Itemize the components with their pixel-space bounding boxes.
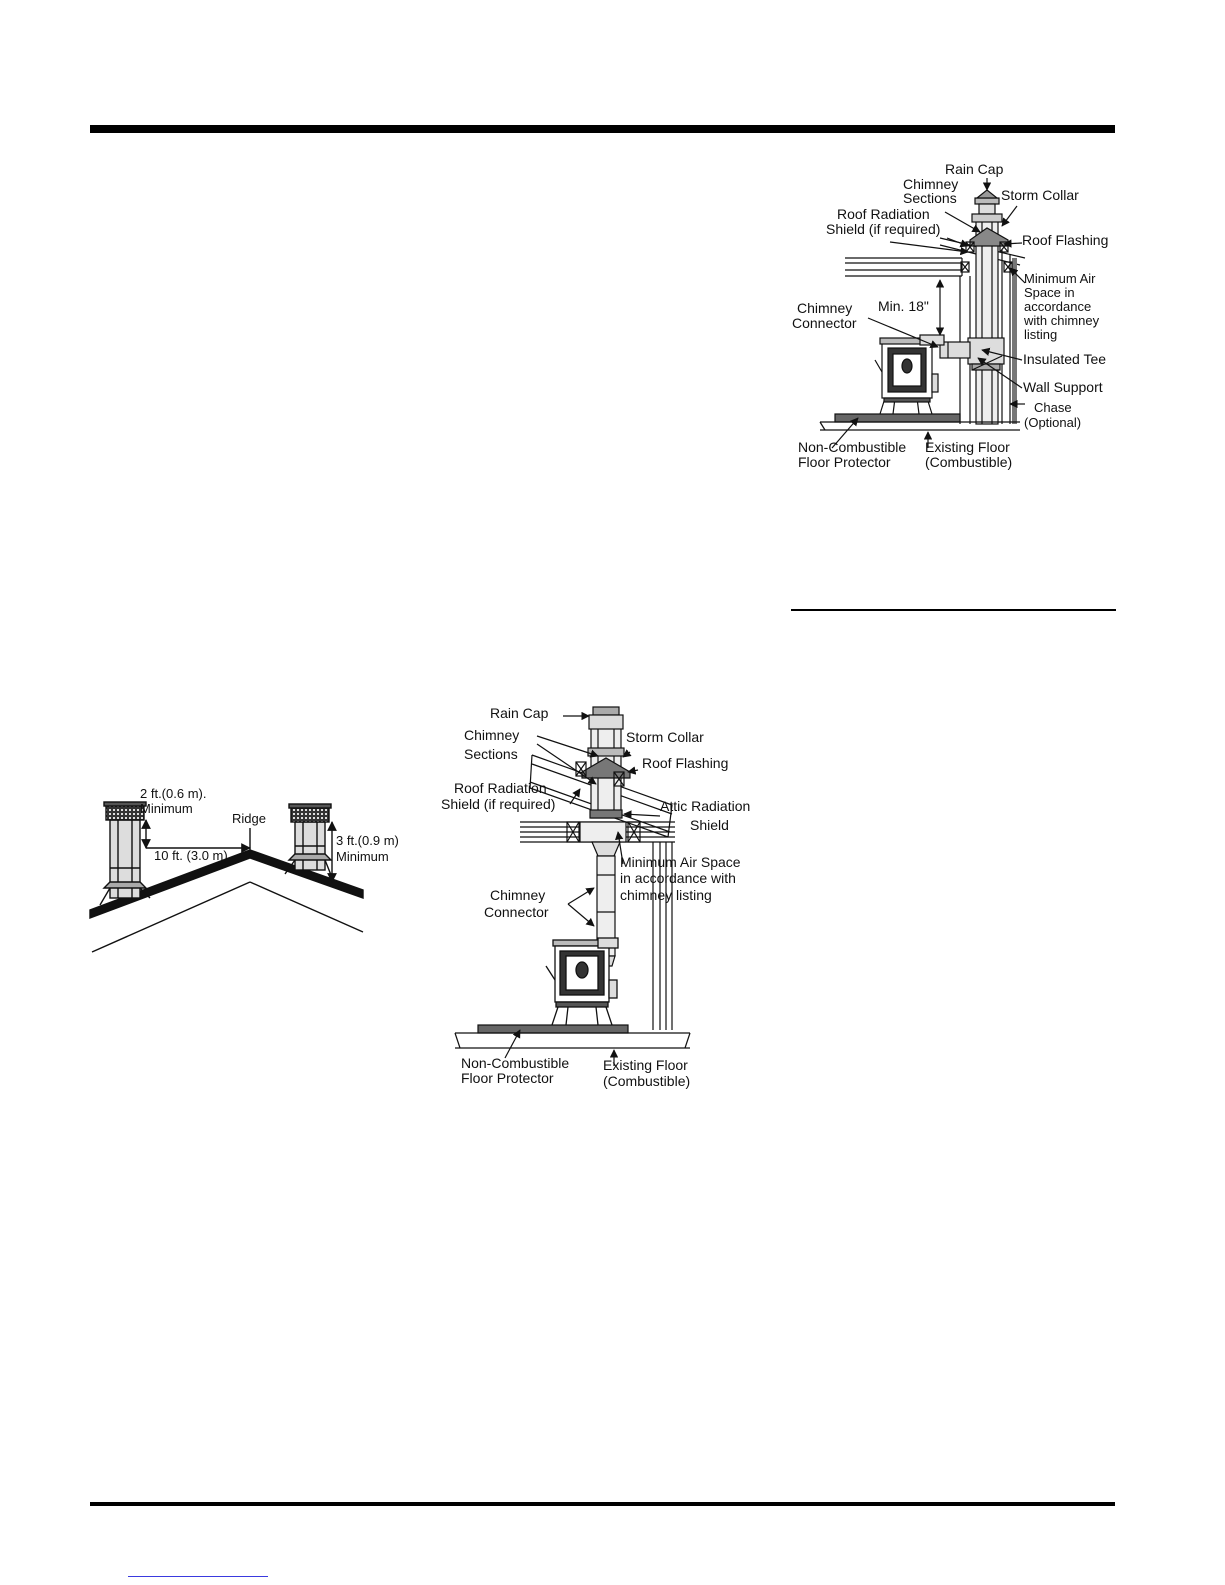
label-chimney-sections-center-2: Sections (464, 746, 518, 762)
label-chase-2: (Optional) (1024, 415, 1082, 430)
label-storm-collar-right: Storm Collar (1001, 187, 1079, 203)
label-roof-flashing-right: Roof Flashing (1022, 232, 1109, 248)
label-chimney-sections-center-1: Chimney (464, 727, 520, 743)
label-attic-radiation-2: Shield (690, 817, 729, 833)
label-min-air-right-2: Space in (1024, 285, 1075, 300)
label-existing-floor-right-1: Existing Floor (925, 439, 1010, 455)
label-rain-cap-center: Rain Cap (490, 705, 549, 721)
label-three-ft-1: 3 ft.(0.9 m) (336, 833, 399, 848)
label-roof-radiation-right-1: Roof Radiation (837, 206, 930, 222)
ceiling-installation-diagram (454, 706, 691, 1066)
label-three-ft-2: Minimum (336, 849, 389, 864)
label-ten-ft: 10 ft. (3.0 m) (154, 848, 228, 863)
footer-rule (90, 1502, 1115, 1506)
roof-clearance-diagram (89, 801, 364, 953)
label-chimney-connector-center-1: Chimney (490, 887, 546, 903)
label-min-air-center-1: Minimum Air Space (620, 854, 741, 870)
label-min-air-right-4: with chimney (1024, 313, 1100, 328)
label-roof-radiation-center-1: Roof Radiation (454, 780, 547, 796)
label-chimney-sections-right-1: Chimney (903, 176, 959, 192)
label-min-air-right-1: Minimum Air (1024, 271, 1096, 286)
label-min-air-center-2: in accordance with (620, 870, 736, 886)
label-storm-collar-center: Storm Collar (626, 729, 704, 745)
label-chimney-connector-right-2: Connector (792, 315, 857, 331)
label-existing-floor-center-1: Existing Floor (603, 1057, 688, 1073)
label-attic-radiation-1: Attic Radiation (660, 798, 751, 814)
label-min-air-right-3: accordance (1024, 299, 1092, 314)
label-chimney-connector-center-2: Connector (484, 904, 549, 920)
label-floor-protector-center-2: Floor Protector (461, 1070, 554, 1086)
label-two-ft-1: 2 ft.(0.6 m). (140, 786, 207, 801)
label-ridge: Ridge (232, 811, 266, 826)
label-min-air-right-5: listing (1024, 327, 1058, 342)
label-existing-floor-right-2: (Combustible) (925, 454, 1013, 470)
label-insulated-tee: Insulated Tee (1023, 351, 1107, 367)
section-divider (791, 609, 1116, 611)
stove-right (874, 334, 945, 415)
label-roof-radiation-center-2: Shield (if required) (441, 796, 556, 812)
chase-installation-diagram (819, 178, 1026, 449)
label-chase-1: Chase (1034, 400, 1072, 415)
label-wall-support: Wall Support (1023, 379, 1103, 395)
label-rain-cap-right: Rain Cap (945, 161, 1004, 177)
stove-center (545, 937, 619, 1026)
label-floor-protector-right-2: Floor Protector (798, 454, 891, 470)
label-chimney-connector-right-1: Chimney (797, 300, 853, 316)
label-two-ft-2: Minimum (140, 801, 193, 816)
label-roof-flashing-center: Roof Flashing (642, 755, 729, 771)
footer-link-underline (128, 1576, 268, 1577)
label-existing-floor-center-2: (Combustible) (603, 1073, 691, 1089)
label-chimney-sections-right-2: Sections (903, 190, 957, 206)
header-rule (90, 125, 1115, 133)
label-floor-protector-right-1: Non-Combustible (798, 439, 907, 455)
label-min-air-center-3: chimney listing (620, 887, 712, 903)
label-min-18: Min. 18" (878, 298, 929, 314)
label-floor-protector-center-1: Non-Combustible (461, 1055, 570, 1071)
label-roof-radiation-right-2: Shield (if required) (826, 221, 941, 237)
